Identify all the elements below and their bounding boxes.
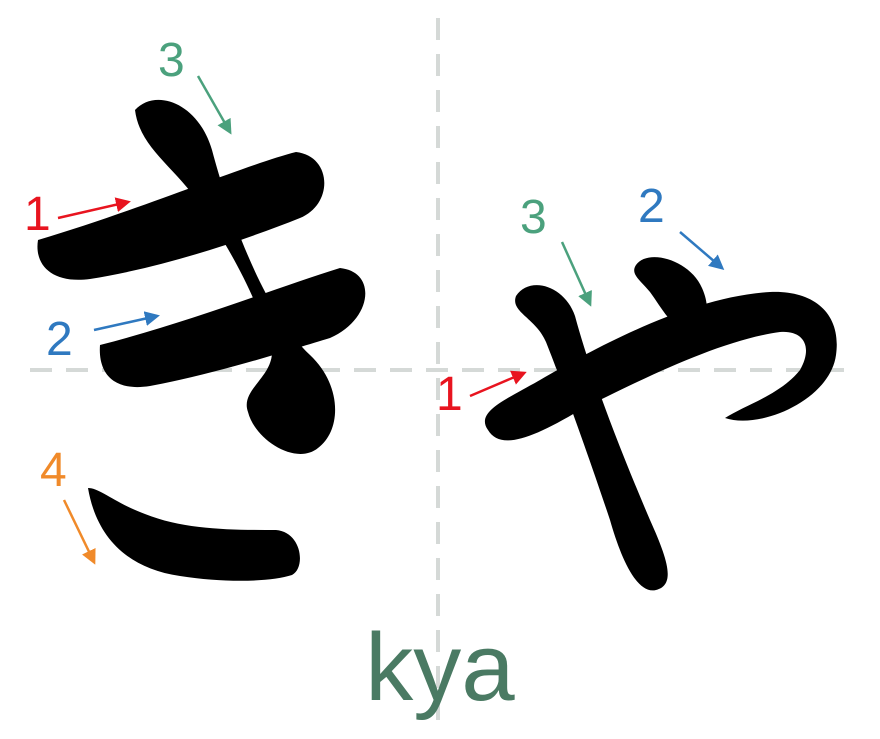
guide-lines [30,18,850,720]
kana-small-ya-glyph [484,257,837,591]
romaji-label: kya [365,614,515,721]
ya-number-1: 1 [436,368,463,421]
ya-stroke-numbers: 1 2 3 [436,180,665,421]
ya-stroke-2 [634,257,707,330]
ki-stroke-4 [88,488,300,581]
ya-arrow-3 [560,241,592,307]
ya-number-2: 2 [638,180,665,233]
ki-number-2: 2 [46,313,73,366]
ki-stroke-order-arrows [57,75,232,565]
ya-stroke-order-arrows [469,231,725,398]
ki-number-1: 1 [24,188,51,241]
ki-arrow-1 [57,197,131,220]
ya-arrow-2 [679,231,725,270]
kana-ki-glyph [37,99,366,581]
ki-arrow-3 [196,75,232,135]
ya-number-3: 3 [520,191,547,244]
ki-number-4: 4 [40,444,67,497]
ki-arrow-4 [62,499,96,565]
ya-stroke-3 [515,285,668,591]
ki-stroke-2 [99,268,366,388]
ki-stroke-numbers: 1 2 3 4 [24,34,185,497]
ki-arrow-2 [93,311,160,332]
ki-number-3: 3 [158,34,185,87]
ki-stroke-1 [37,152,325,280]
ki-stroke-3 [135,99,336,454]
ya-arrow-1 [469,370,527,398]
